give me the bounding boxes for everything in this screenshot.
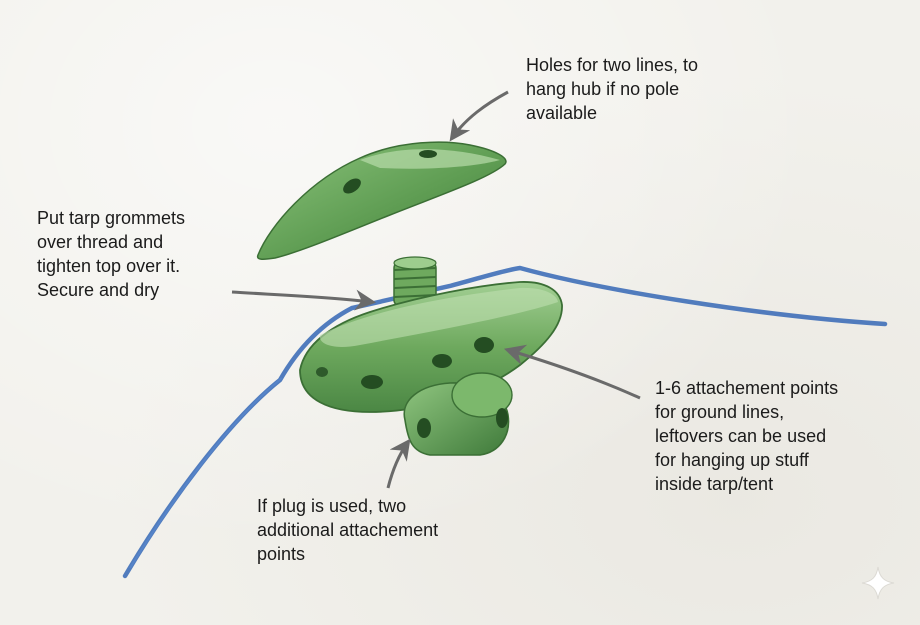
arrow-attach (503, 344, 641, 400)
cap-hole-icon (343, 178, 361, 194)
hub-cap (256, 141, 507, 260)
body-hole-icon (361, 375, 383, 389)
label-plug: If plug is used, two additional attachem… (257, 496, 439, 564)
plug-hole-icon (417, 418, 431, 438)
arrow-plug (386, 438, 411, 489)
body-hole-icon (432, 354, 452, 368)
body-hole-icon (474, 337, 494, 353)
body-hole-icon (316, 367, 328, 377)
sparkle-icon (861, 566, 895, 600)
cap-hole-icon (419, 150, 437, 158)
label-holes: Holes for two lines, to hang hub if no p… (526, 55, 699, 123)
arrow-tarp (231, 289, 377, 311)
label-attachment-points: 1-6 attachement points for ground lines,… (655, 378, 839, 494)
label-tarp-grommets: Put tarp grommets over thread and tighte… (37, 208, 186, 300)
hub-plug (403, 372, 513, 456)
arrow-holes (449, 90, 509, 142)
plug-hole-icon (496, 408, 508, 428)
